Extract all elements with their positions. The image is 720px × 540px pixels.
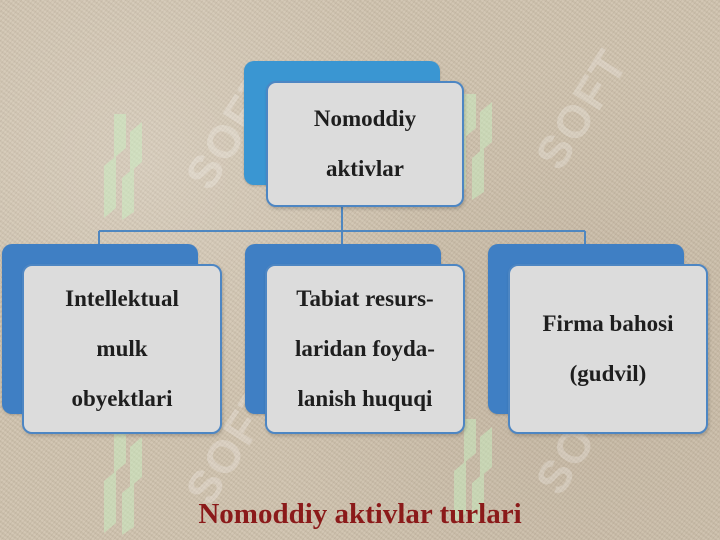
child-node-box: Intellektual mulk obyektlari <box>22 264 222 434</box>
child-node-line: Firma bahosi <box>542 311 674 336</box>
watermark-mark-icon <box>104 114 142 220</box>
child-node-line: Tabiat resurs- <box>296 286 434 311</box>
child-node-line: laridan foyda- <box>295 336 435 361</box>
child-node-line: lanish huquqi <box>297 386 433 411</box>
root-node-line: aktivlar <box>326 156 404 181</box>
child-node-line: obyektlari <box>71 386 173 411</box>
child-node-line: (gudvil) <box>569 361 647 386</box>
diagram-caption: Nomoddiy aktivlar turlari <box>198 498 522 530</box>
child-node-line: Intellektual <box>65 286 179 311</box>
child-node-intellectual-property: Intellektual mulk obyektlari <box>2 244 224 436</box>
child-node-natural-resources: Tabiat resurs- laridan foyda- lanish huq… <box>245 244 467 436</box>
root-node-line: Nomoddiy <box>313 106 417 131</box>
watermark-text: SOFT <box>524 39 639 179</box>
child-node-goodwill: Firma bahosi (gudvil) <box>488 244 710 436</box>
root-node-box: Nomoddiy aktivlar <box>266 81 464 207</box>
root-node: Nomoddiy aktivlar <box>244 61 466 209</box>
child-node-box: Tabiat resurs- laridan foyda- lanish huq… <box>265 264 465 434</box>
child-node-box: Firma bahosi (gudvil) <box>508 264 708 434</box>
child-node-line: mulk <box>96 336 148 361</box>
